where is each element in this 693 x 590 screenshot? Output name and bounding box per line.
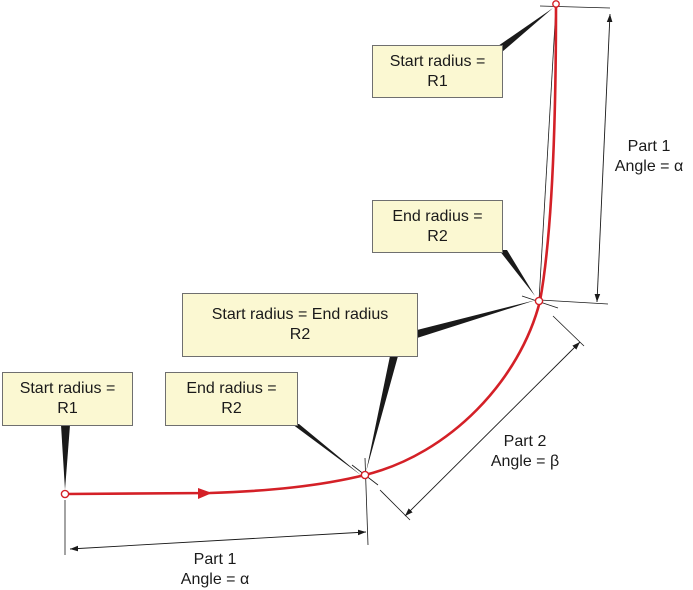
- dimension-diagonal-part2: [404, 341, 581, 517]
- direction-arrow-icon: [198, 488, 212, 499]
- label-line: Angle = α: [180, 571, 250, 588]
- pointer-middle-down: [366, 356, 398, 472]
- pointer-bottom-end: [292, 424, 362, 476]
- callout-middle-transition-radius: Start radius = End radius R2: [182, 293, 418, 357]
- callout-line: Start radius =: [389, 52, 486, 70]
- dimension-vertical-part1: [594, 13, 613, 303]
- dimension-ext-b: [379, 489, 411, 521]
- pointer-middle-right: [417, 300, 536, 338]
- label-line: Part 1: [193, 551, 237, 568]
- label-vertical-part1: Part 1 Angle = α: [606, 137, 692, 177]
- pointer-top-end: [499, 250, 535, 296]
- label-line: Part 2: [503, 433, 547, 450]
- callout-line: R1: [57, 400, 78, 417]
- callout-bottom-start-radius: Start radius = R1: [2, 372, 133, 426]
- tick-top-transition-b: [539, 299, 609, 305]
- point-transition-upper: [534, 296, 544, 306]
- callout-line: R2: [221, 400, 242, 417]
- callout-line: End radius =: [392, 207, 483, 225]
- callout-line: R2: [427, 227, 448, 245]
- tick-top-end: [539, 5, 611, 9]
- callout-top-end-radius: End radius = R2: [372, 200, 503, 253]
- dimension-ext-a: [552, 315, 585, 347]
- label-line: Part 1: [627, 138, 671, 155]
- label-diagonal-part2: Part 2 Angle = β: [480, 432, 570, 472]
- label-line: Angle = α: [614, 158, 684, 175]
- callout-bottom-end-radius: End radius = R2: [165, 372, 298, 426]
- point-start: [60, 489, 70, 499]
- callout-line: Start radius = End radius: [211, 306, 389, 323]
- pointer-bottom-start: [61, 425, 70, 490]
- label-horizontal-part1: Part 1 Angle = α: [170, 550, 260, 590]
- dimension-horizontal-part1: [69, 529, 367, 552]
- point-transition-lower: [360, 470, 370, 480]
- label-line: Angle = β: [490, 453, 560, 470]
- callout-top-start-radius: Start radius = R1: [372, 45, 503, 98]
- callout-line: R2: [289, 326, 311, 343]
- chord-line-upper: [538, 5, 557, 302]
- pointer-top-start: [498, 8, 553, 52]
- callout-line: End radius =: [186, 380, 277, 397]
- callout-line: Start radius =: [19, 380, 116, 397]
- point-end: [552, 0, 560, 8]
- callout-line: R1: [427, 72, 448, 90]
